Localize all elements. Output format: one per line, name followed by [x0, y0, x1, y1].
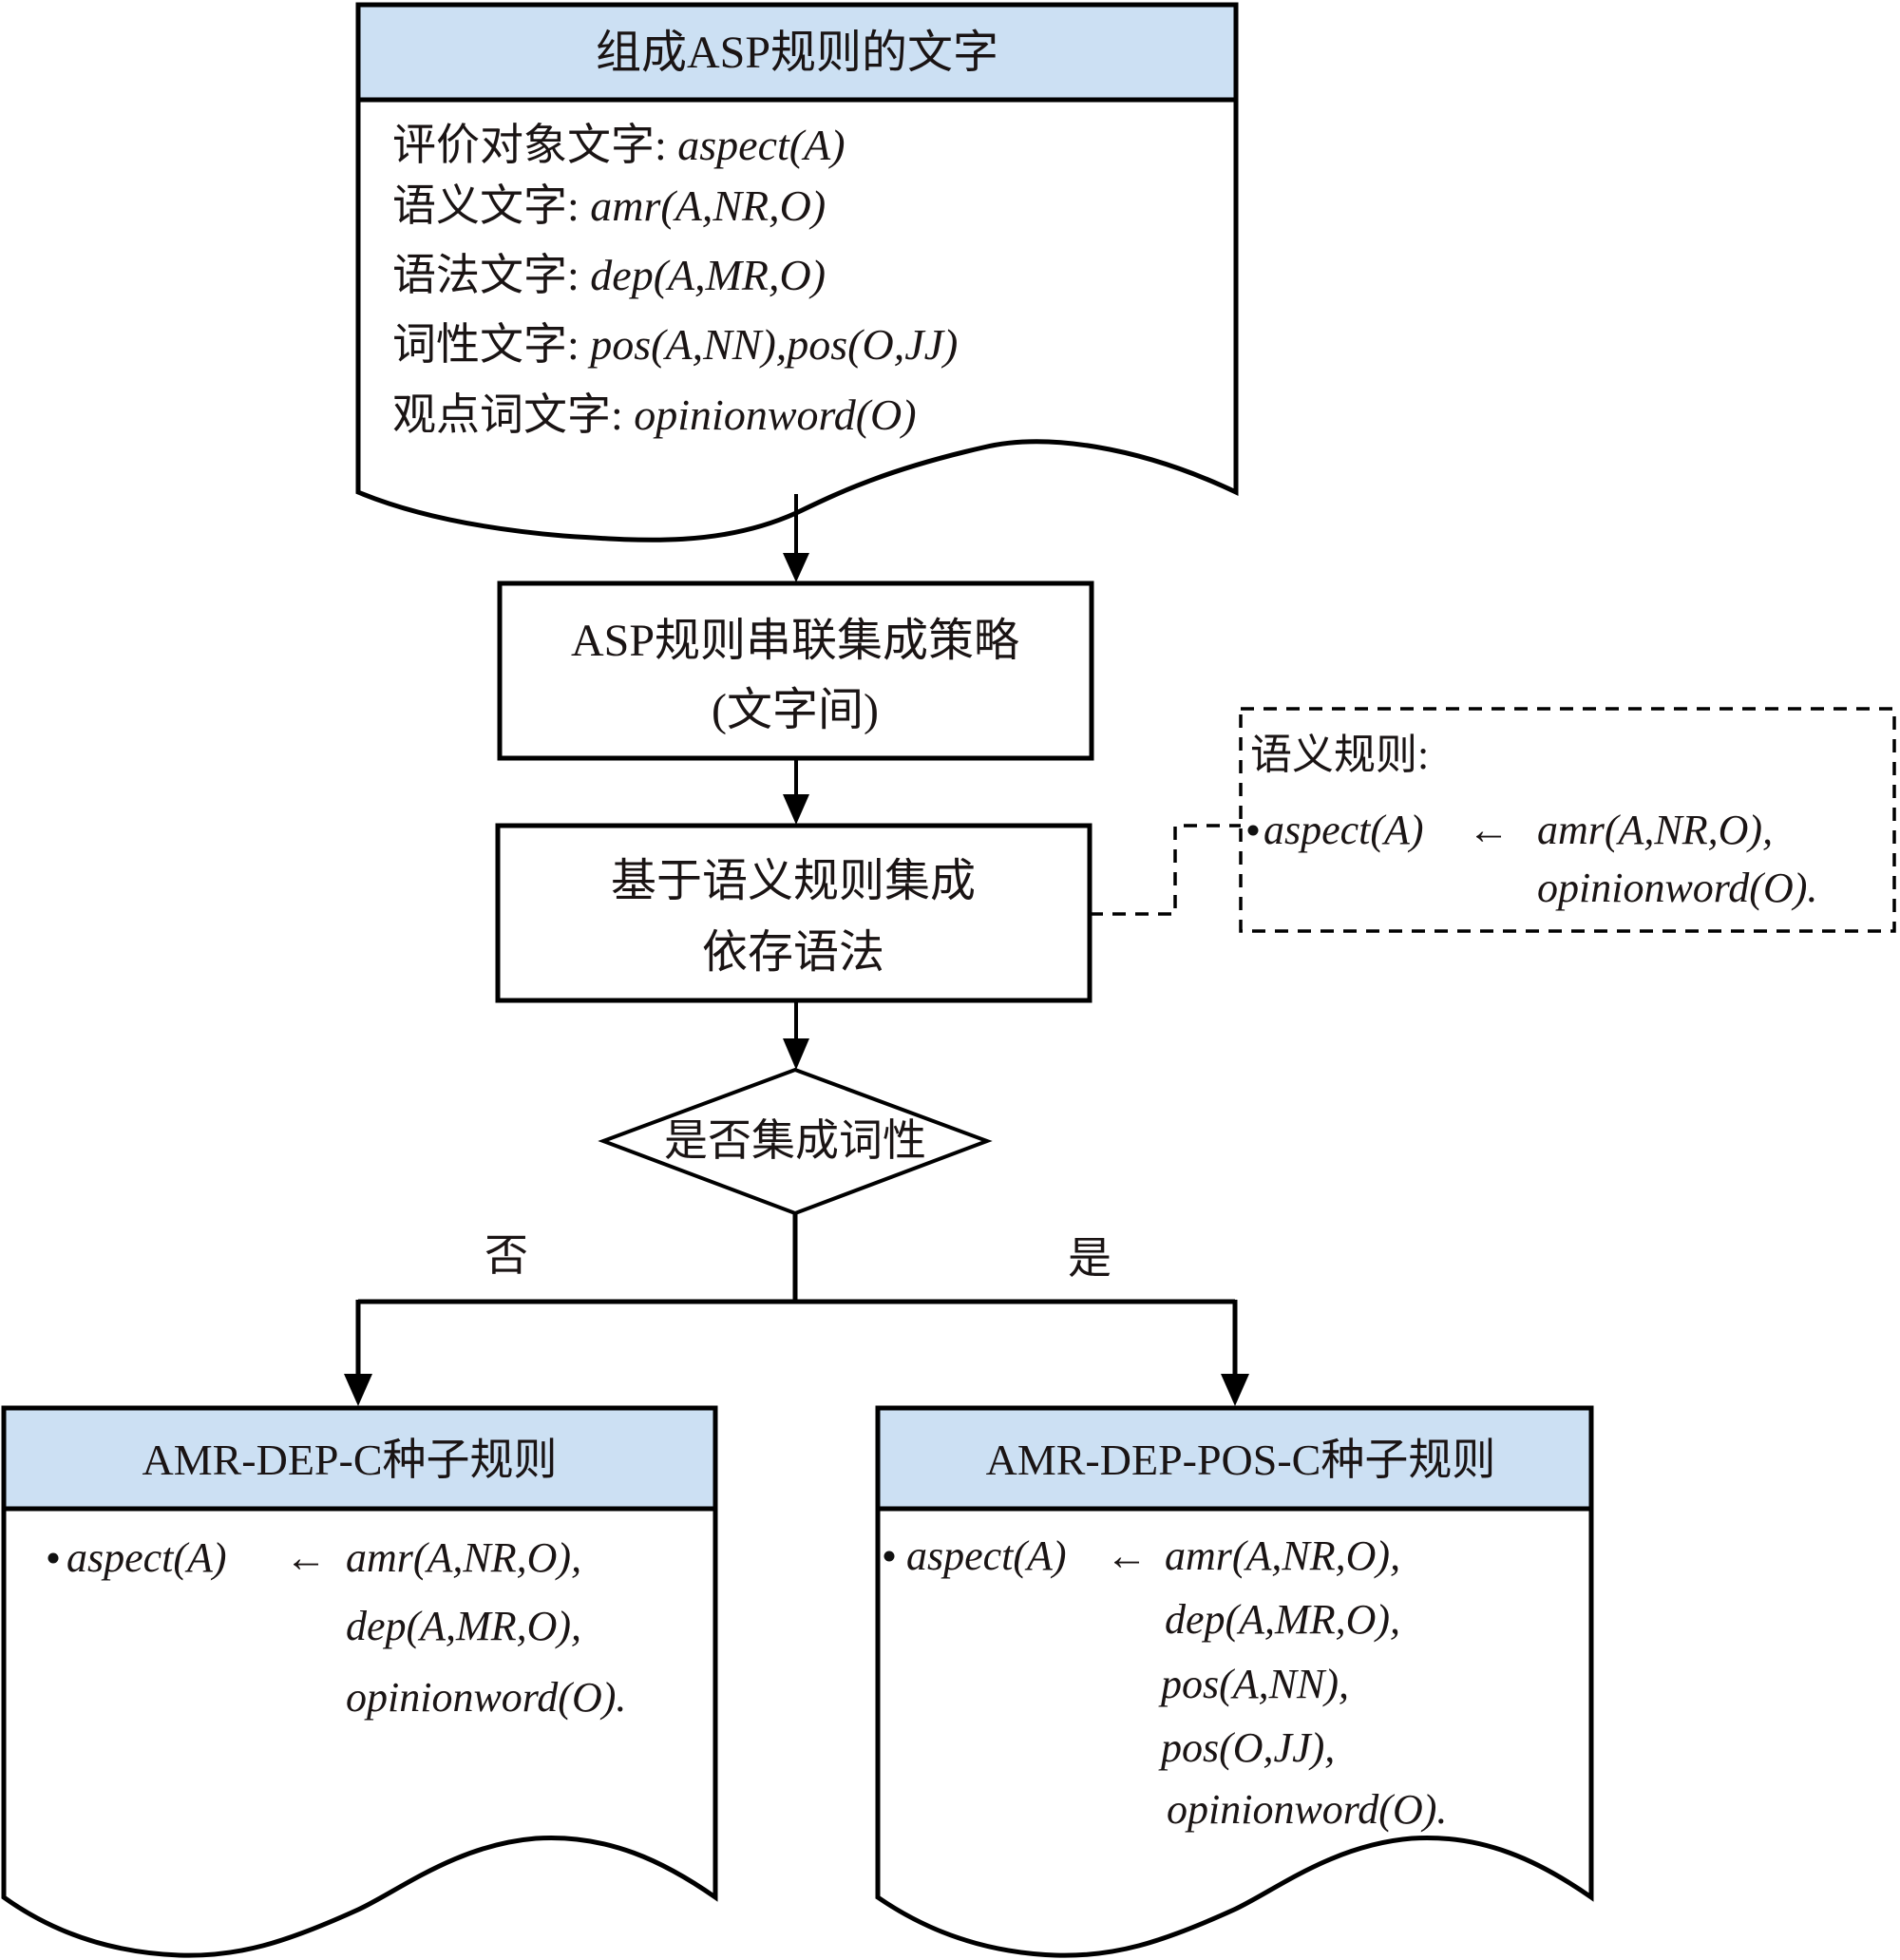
rule-arrow: ← [1106, 1532, 1148, 1579]
branch-connectors [344, 1213, 1249, 1406]
left-rule-head: aspect(A) [66, 1537, 227, 1579]
literal-formula: aspect(A) [677, 121, 846, 169]
annotation-rule-body-0: amr(A,NR,O), [1537, 809, 1773, 851]
right-rule-body-1: dep(A,MR,O), [1165, 1599, 1400, 1641]
literal-line-dep: 语法文字: dep(A,MR,O) [392, 254, 826, 297]
rule-literal: amr(A,NR,O), [1165, 1532, 1401, 1579]
left-rule-body-0: amr(A,NR,O), [346, 1537, 581, 1579]
left-rule-body-2: opinionword(O). [346, 1677, 626, 1719]
literal-label: 评价对象文字: [392, 121, 678, 169]
top-document-header-fill [358, 5, 1236, 100]
top-document-title: 组成ASP规则的文字 [595, 28, 999, 78]
left-document-shape [1, 1405, 718, 1958]
branch-label-no: 否 [484, 1231, 528, 1280]
process1-label-line1: ASP规则串联集成策略 [570, 616, 1020, 666]
annotation-box-dashed [1239, 707, 1896, 933]
rule-literal: amr(A,NR,O), [346, 1534, 582, 1581]
annotation-title: 语义规则: [1250, 732, 1430, 778]
right-rule-head: aspect(A) [906, 1535, 1067, 1577]
arrow-process2-to-decision [783, 1000, 809, 1070]
branch-label-yes: 是 [1068, 1234, 1112, 1283]
process2-label-line1: 基于语义规则集成 [610, 856, 977, 906]
literal-line-amr: 语义文字: amr(A,NR,O) [392, 184, 826, 228]
rule-literal: amr(A,NR,O), [1537, 807, 1774, 853]
rule-literal: opinionword(O). [346, 1674, 627, 1721]
decision-label: 是否集成词性 [664, 1116, 926, 1165]
process-box-semantic-integration [495, 823, 1092, 1003]
process1-label-line2: (文字间) [712, 685, 879, 735]
rule-head: aspect(A) [1264, 807, 1424, 853]
rule-arrow: ← [1468, 807, 1510, 853]
rule-literal: dep(A,MR,O), [346, 1603, 582, 1649]
arrow-process1-to-process2 [783, 758, 809, 825]
literal-label: 语法文字: [392, 251, 591, 299]
literal-label: 词性文字: [392, 320, 591, 369]
right-rule-body-2: pos(A,NN), [1161, 1664, 1349, 1705]
left-rule-body-1: dep(A,MR,O), [346, 1606, 581, 1647]
right-rule-body-0: amr(A,NR,O), [1165, 1535, 1400, 1577]
literal-label: 语义文字: [392, 181, 591, 230]
literal-formula: opinionword(O) [634, 390, 917, 439]
literal-line-opinionword: 观点词文字: opinionword(O) [392, 393, 917, 437]
left-document-title: AMR-DEP-C种子规则 [142, 1436, 558, 1484]
rule-arrow: ← [285, 1534, 327, 1581]
top-document-shape [355, 2, 1239, 542]
bullet-icon [884, 1551, 895, 1562]
literal-formula: dep(A,MR,O) [590, 251, 826, 299]
arrow-doc-to-process1 [783, 494, 809, 582]
rule-literal: opinionword(O). [1537, 865, 1818, 911]
rule-head: aspect(A) [66, 1534, 227, 1581]
rule-literal: pos(O,JJ), [1161, 1724, 1336, 1771]
bullet-icon [48, 1552, 59, 1564]
literal-formula: amr(A,NR,O) [590, 181, 826, 230]
right-rule-body-3: pos(O,JJ), [1161, 1727, 1335, 1769]
right-document-shape [875, 1405, 1594, 1958]
annotation-rule-head: aspect(A) [1264, 809, 1424, 851]
literal-formula: pos(A,NN),pos(O,JJ) [590, 320, 959, 369]
annotation-connector-dashed [1090, 824, 1241, 916]
right-document-title: AMR-DEP-POS-C种子规则 [985, 1436, 1496, 1484]
literal-line-pos: 词性文字: pos(A,NN),pos(O,JJ) [392, 323, 958, 367]
right-rule-body-4: opinionword(O). [1167, 1789, 1447, 1831]
rule-head: aspect(A) [906, 1532, 1067, 1579]
process2-label-line2: 依存语法 [701, 927, 885, 978]
literal-label: 观点词文字: [392, 390, 635, 439]
annotation-rule-body-1: opinionword(O). [1537, 867, 1817, 909]
rule-literal: opinionword(O). [1167, 1786, 1448, 1833]
rule-literal: pos(A,NN), [1161, 1661, 1349, 1707]
rule-literal: dep(A,MR,O), [1165, 1596, 1401, 1643]
literal-line-aspect: 评价对象文字: aspect(A) [392, 124, 846, 167]
bullet-icon [1247, 825, 1259, 836]
